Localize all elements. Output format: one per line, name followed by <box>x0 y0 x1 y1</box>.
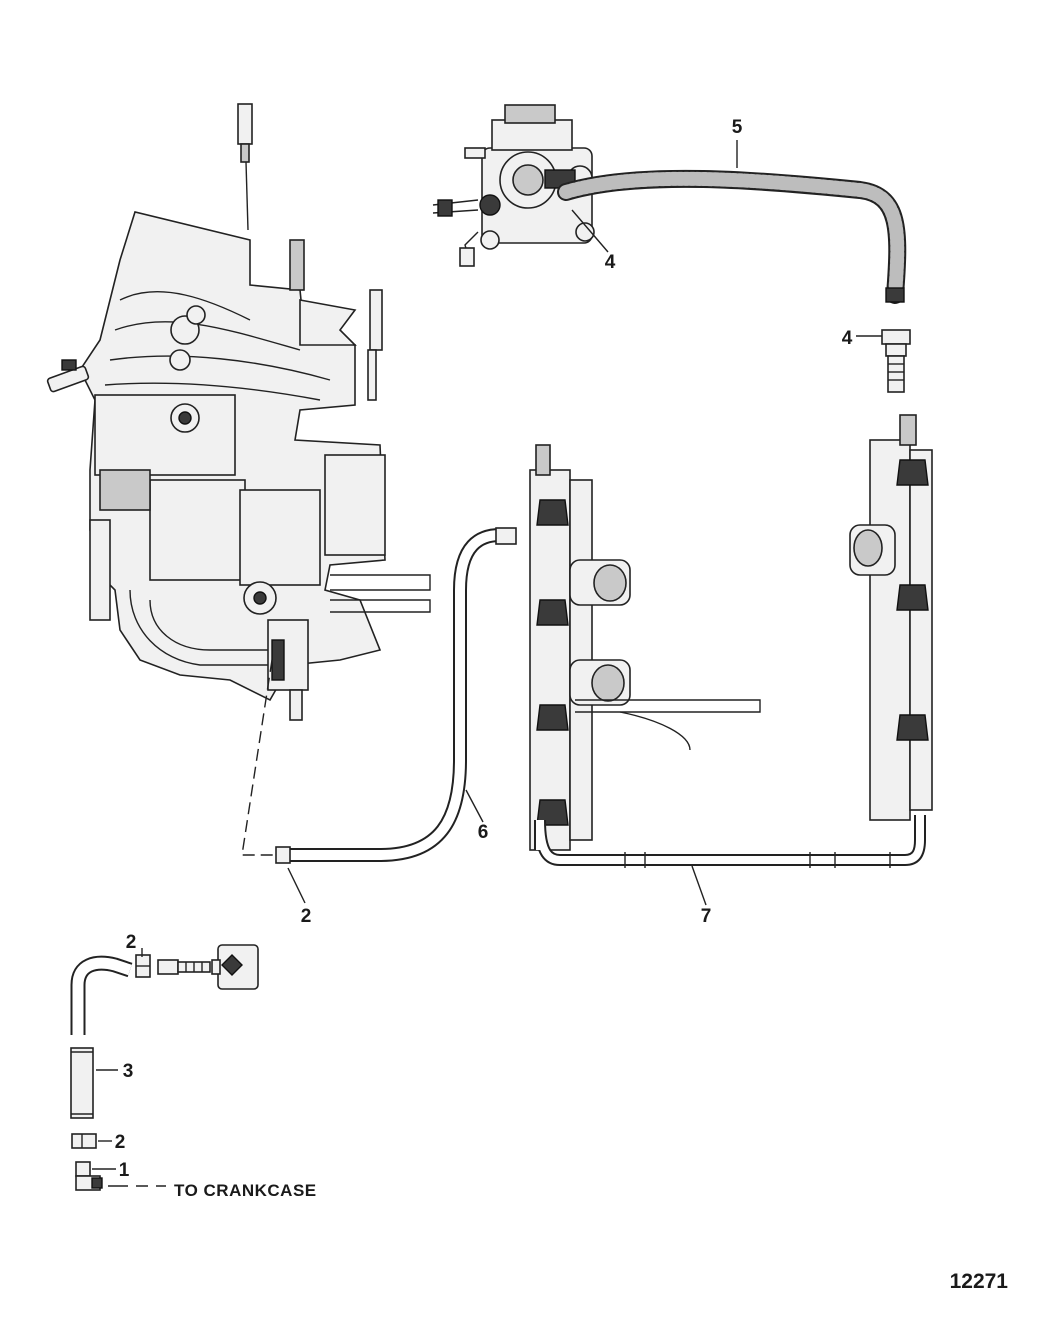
braided-hose-5 <box>557 169 907 304</box>
callout-4-right: 4 <box>842 328 853 349</box>
callout-6: 6 <box>478 822 489 843</box>
to-crankcase-note: TO CRANKCASE <box>174 1181 317 1200</box>
callout-2-lower-left: 2 <box>115 1132 126 1153</box>
callout-labels: 5 4 4 6 2 7 2 3 2 1 TO CRANKCASE 12271 <box>115 117 1009 1293</box>
crossover-pipe-7 <box>534 815 926 868</box>
hose-6 <box>275 527 517 864</box>
leader-lines <box>92 140 882 1187</box>
figure-number: 12271 <box>950 1270 1009 1293</box>
callout-2-upper-left: 2 <box>126 932 137 953</box>
callout-4-top: 4 <box>605 252 616 273</box>
callout-3: 3 <box>123 1061 134 1082</box>
fuel-rail-right <box>849 414 933 821</box>
callout-1: 1 <box>119 1160 130 1181</box>
engine-assembly <box>46 103 431 721</box>
callout-5: 5 <box>732 117 743 138</box>
dashed-connection-line <box>241 659 278 856</box>
exploded-parts <box>70 944 259 1191</box>
fitting-4-right <box>881 329 911 393</box>
fuel-rail-left <box>529 444 761 851</box>
callout-7: 7 <box>701 906 712 927</box>
callout-2-middle: 2 <box>301 906 312 927</box>
top-component-assembly <box>432 104 595 267</box>
